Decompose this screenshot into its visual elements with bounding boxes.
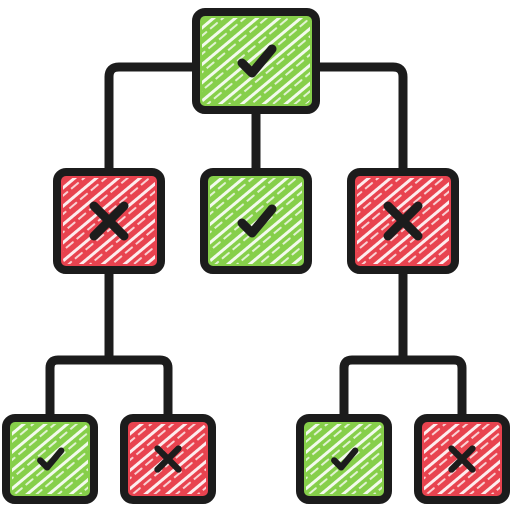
node-level1-left (53, 168, 165, 274)
cross-icon (154, 445, 182, 473)
tree-nodes (2, 8, 510, 504)
node-hatching (306, 424, 382, 494)
node-hatching (202, 18, 310, 104)
node-level2-right-a (296, 414, 392, 504)
checkmark-icon (331, 447, 359, 471)
node-level2-left-b (120, 414, 216, 504)
connector-right-to-a (339, 355, 408, 423)
checkmark-icon (237, 44, 277, 78)
connector-root-to-left (104, 62, 201, 177)
cross-icon (89, 201, 129, 241)
node-hatching (210, 178, 302, 264)
cross-icon (448, 445, 476, 473)
node-hatching (12, 424, 88, 494)
checkmark-icon (37, 447, 65, 471)
cross-icon (383, 201, 423, 241)
node-root (192, 8, 320, 114)
node-level2-right-b (414, 414, 510, 504)
connector-left-to-a (45, 355, 114, 423)
checkmark-icon (237, 204, 277, 238)
connector-left-to-b (104, 355, 173, 423)
connector-right-to-b (398, 355, 467, 423)
connectors (45, 62, 467, 423)
node-level2-left-a (2, 414, 98, 504)
connector-root-to-right (311, 62, 408, 177)
node-level1-center (200, 168, 312, 274)
node-level1-right (347, 168, 459, 274)
